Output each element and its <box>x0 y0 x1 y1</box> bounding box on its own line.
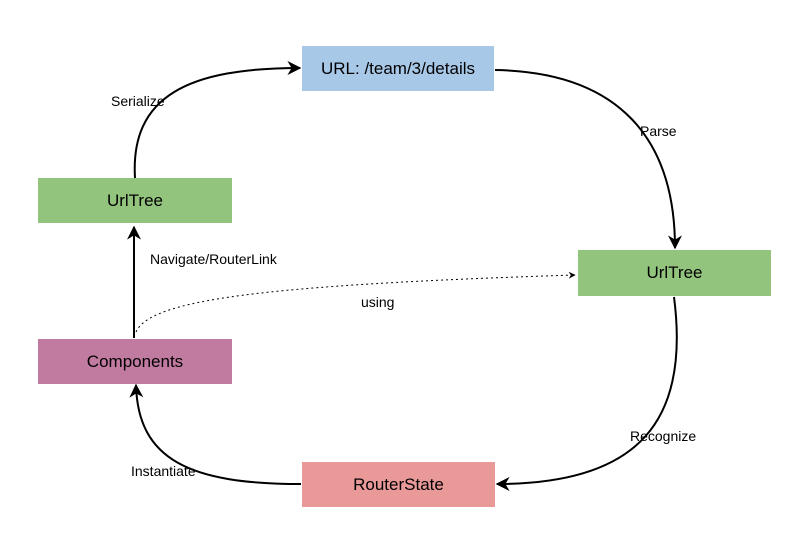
edge-instantiate <box>129 383 302 485</box>
edge-label-serialize: Serialize <box>111 93 165 109</box>
node-urltree-left: UrlTree <box>38 178 232 223</box>
edge-parse <box>494 69 682 250</box>
edge-label-navigate: Navigate/RouterLink <box>150 251 277 267</box>
node-urltree-right: UrlTree <box>578 250 771 296</box>
node-components: Components <box>38 339 232 384</box>
node-routerstate: RouterState <box>302 462 495 507</box>
node-routerstate-label: RouterState <box>353 474 444 494</box>
node-components-label: Components <box>86 351 184 371</box>
node-url-label: URL: /team/3/details <box>320 58 475 78</box>
edge-label-parse: Parse <box>640 123 677 139</box>
node-url: URL: /team/3/details <box>302 46 494 91</box>
node-urltree-right-label: UrlTree <box>646 263 703 282</box>
edge-serialize <box>133 61 302 179</box>
edge-label-recognize: Recognize <box>630 428 697 444</box>
edge-label-using: using <box>361 294 395 310</box>
edge-label-instantiate: Instantiate <box>131 463 196 479</box>
node-urltree-left-label: UrlTree <box>106 190 164 210</box>
edge-recognize <box>495 296 678 491</box>
edge-using <box>135 271 576 333</box>
